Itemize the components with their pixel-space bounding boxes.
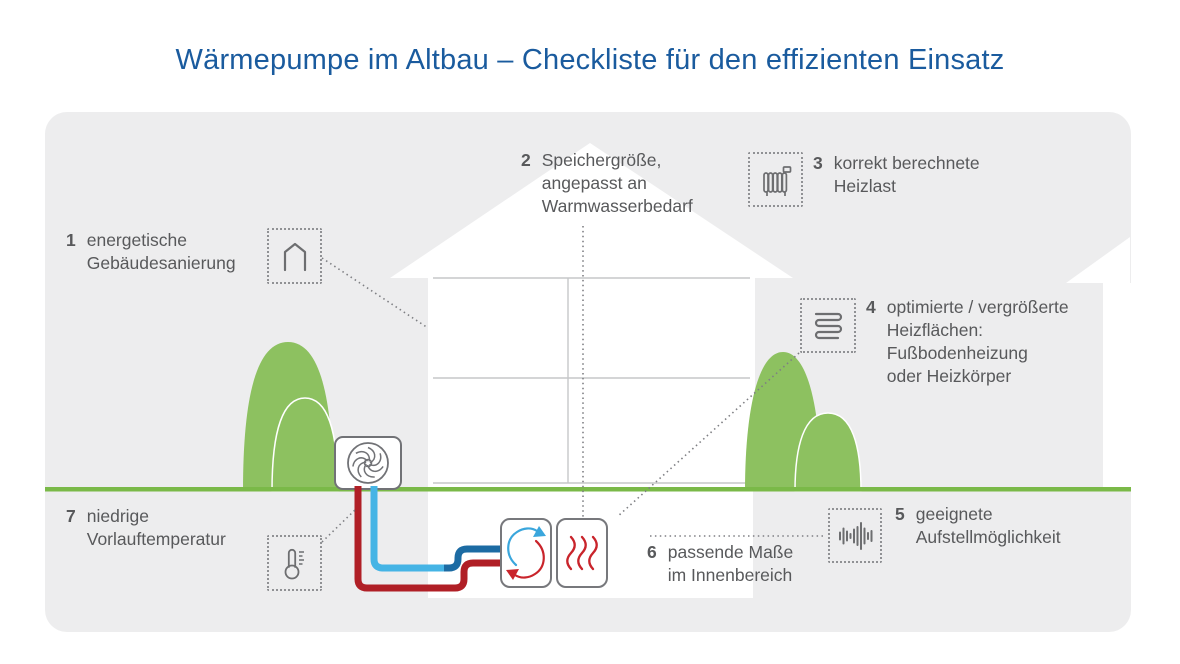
icon-box-heating-load: [748, 152, 803, 207]
window-lines: [433, 277, 750, 484]
heat-waves-icon: [566, 535, 598, 571]
item-text: energetische Gebäudesanierung: [86, 230, 236, 273]
sound-waves-icon: [839, 521, 873, 550]
radiator-icon: [762, 165, 791, 196]
item-text: niedrige Vorlauftemperatur: [86, 506, 226, 549]
item-number: 3: [813, 153, 823, 173]
house-outline-icon: [283, 242, 306, 272]
floor-heating-icon: [814, 312, 843, 339]
checklist-item-6: 6 passende Maße im Innenbereich: [647, 541, 793, 587]
item-number: 2: [521, 150, 531, 170]
item-text: optimierte / vergrößerte Heizflächen: Fu…: [886, 297, 1069, 386]
tree: [794, 412, 862, 492]
indoor-units: [500, 518, 608, 588]
icon-box-heating-surfaces: [800, 298, 856, 353]
heat-exchanger-icon: [506, 526, 546, 580]
pipe-return-dark-blue: [444, 545, 501, 572]
house-roof: [390, 143, 793, 278]
checklist-item-2: 2 Speichergröße, angepasst an Warmwasser…: [521, 149, 693, 218]
icon-box-flow-temperature: [267, 535, 322, 591]
pipe-flow-red: [354, 486, 501, 592]
pipe-return-light-blue: [370, 486, 446, 572]
neighbour-roof: [1066, 237, 1130, 283]
page-title: Wärmepumpe im Altbau – Checkliste für de…: [175, 44, 1005, 76]
house: [390, 143, 793, 598]
item-text: Speichergröße, angepasst an Warmwasserbe…: [541, 150, 693, 216]
neighbour-wall: [1103, 283, 1131, 488]
checklist-item-4: 4 optimierte / vergrößerte Heizflächen: …: [866, 296, 1069, 388]
checklist-item-7: 7 niedrige Vorlauftemperatur: [66, 505, 226, 551]
checklist-item-1: 1 energetische Gebäudesanierung: [66, 229, 236, 275]
fan-icon: [347, 442, 389, 484]
icon-box-energetic-renovation: [267, 228, 322, 284]
item-number: 1: [66, 230, 76, 250]
item-number: 4: [866, 297, 876, 317]
checklist-item-5: 5 geeignete Aufstellmöglichkeit: [895, 503, 1061, 549]
item-number: 6: [647, 542, 657, 562]
connector-lines: [321, 226, 826, 543]
item-text: korrekt berechnete Heizlast: [833, 153, 980, 196]
heat-pump-unit: [334, 436, 402, 490]
ground-line: [45, 487, 1131, 492]
neighbour-house: [1066, 237, 1131, 488]
item-number: 7: [66, 506, 76, 526]
pipes: [354, 486, 501, 592]
checklist-item-3: 3 korrekt berechnete Heizlast: [813, 152, 980, 198]
icon-box-installation-location: [828, 508, 882, 563]
thermometer-icon: [284, 548, 304, 580]
connector-item-7: [321, 508, 357, 543]
house-wall: [428, 277, 755, 488]
item-number: 5: [895, 504, 905, 524]
item-text: passende Maße im Innenbereich: [667, 542, 794, 585]
item-text: geeignete Aufstellmöglichkeit: [915, 504, 1061, 547]
